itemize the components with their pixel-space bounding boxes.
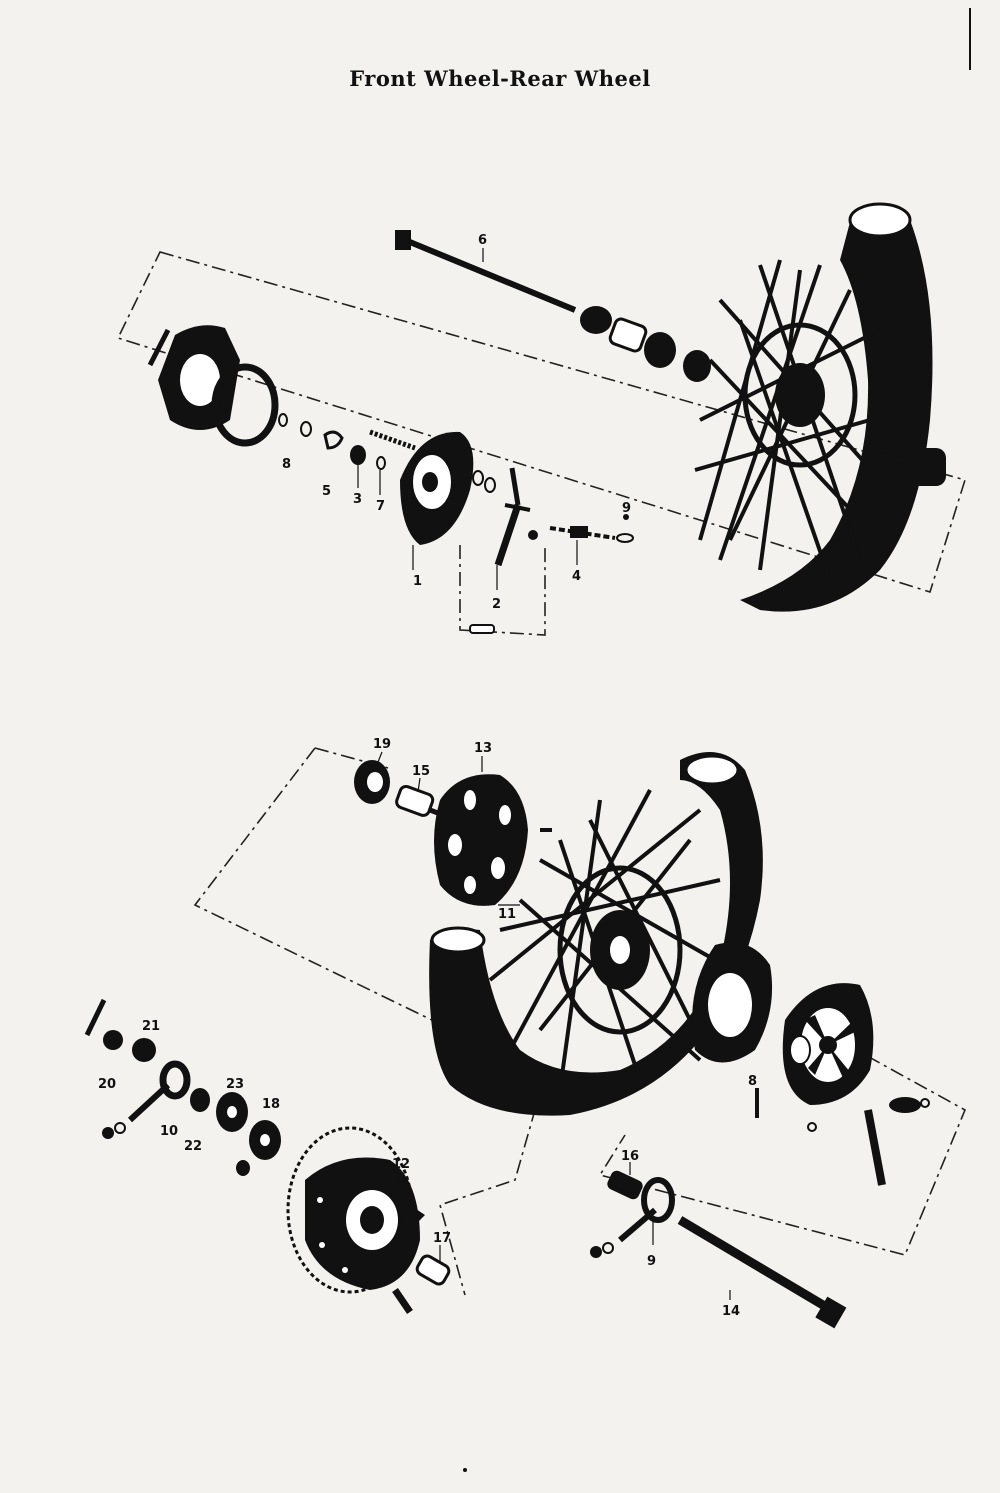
front-cable-adjuster [549,514,634,543]
callout-rear-23: 23 [226,1077,244,1092]
callout-rear-14: 14 [722,1304,740,1319]
callout-rear-12: 12 [392,1157,410,1172]
callout-rear-22: 22 [184,1139,202,1154]
rear-sprocket-hub [286,1126,425,1294]
rear-wheel-rim-tyre [429,752,763,1116]
callout-rear-13: 13 [474,741,492,756]
callout-rear-10: 10 [160,1124,178,1139]
rear-damper-13 [434,774,552,906]
callout-front-9: 9 [622,501,631,516]
rear-brake-shoes [692,942,773,1118]
callout-front-5: 5 [322,484,331,499]
rear-wheel-assembly: 8 9 10 11 12 13 14 15 16 17 18 19 20 21 … [84,737,967,1329]
front-brake-shoes [147,325,279,447]
rear-left-adjuster-group [84,998,210,1139]
front-brake-backing-plate [400,431,474,545]
rear-bolt-17 [392,1254,451,1314]
rear-assembly-boundary [193,747,546,1296]
front-leader-lines [357,248,578,590]
callout-rear-21: 21 [142,1019,160,1034]
front-spacer-right [879,448,946,486]
front-axle [395,230,711,382]
rear-axle [677,1216,847,1329]
callout-rear-9: 9 [647,1254,656,1269]
rear-nut-19 [354,760,390,804]
front-wheel-rim-tyre [694,202,933,612]
rear-brake-arm [807,1097,930,1186]
callout-front-1: 1 [413,574,422,589]
diagram-title: Front Wheel-Rear Wheel [349,66,651,91]
callout-rear-15: 15 [412,764,430,779]
rear-chain-adjuster [590,1170,675,1258]
callout-front-4: 4 [572,569,581,584]
callout-front-6: 6 [478,233,487,248]
callout-rear-19: 19 [373,737,391,752]
rear-brake-plate [782,983,874,1105]
callout-rear-20: 20 [98,1077,116,1092]
front-wheel-assembly: 1 2 3 4 5 6 7 8 9 [116,202,967,636]
callout-rear-16: 16 [621,1149,639,1164]
callout-front-2: 2 [492,597,501,612]
rear-leader-lines [377,751,731,1300]
callout-rear-18: 18 [262,1097,280,1112]
front-small-washers [278,413,416,470]
callout-rear-8: 8 [748,1074,757,1089]
callout-front-8: 8 [282,457,291,472]
rear-bearings [216,1092,281,1176]
front-brake-arm [459,467,546,636]
callout-front-7: 7 [376,499,385,514]
callout-front-3: 3 [353,492,362,507]
stray-mark [463,1468,467,1472]
callout-rear-11: 11 [498,907,516,922]
front-assembly-boundary [116,251,967,594]
callout-rear-17: 17 [433,1231,451,1246]
